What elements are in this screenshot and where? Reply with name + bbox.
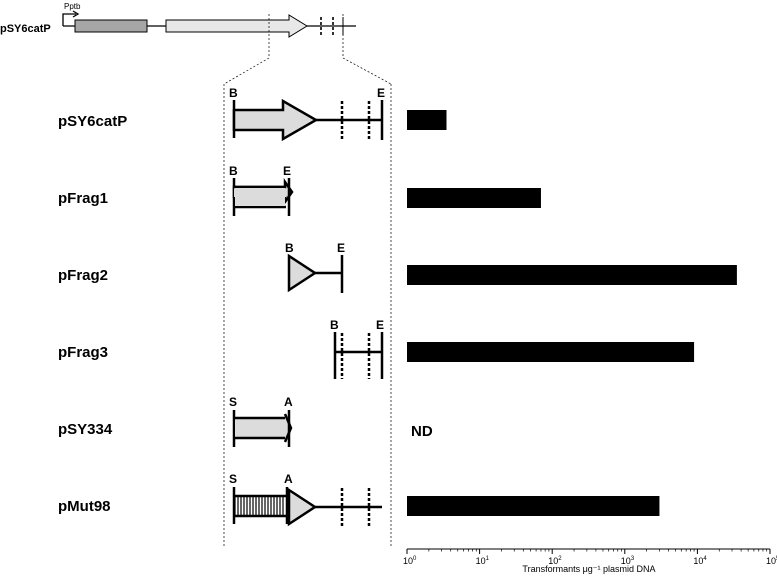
site-label: E [337, 241, 345, 255]
construct-diagram-pmut98: S A [229, 472, 382, 527]
site-label: E [377, 86, 385, 100]
gene-arrow-fragment [287, 487, 318, 527]
site-label: B [285, 241, 294, 255]
promoter-arrow-icon [62, 13, 76, 26]
construct-label-pfrag1: pFrag1 [58, 190, 108, 207]
mutated-gene-block [235, 497, 285, 515]
zoom-guides [223, 14, 392, 548]
construct-diagram-pfrag2: B E [285, 241, 345, 293]
bar-psy6catp [407, 110, 447, 130]
construct-label-pfrag3: pFrag3 [58, 344, 108, 361]
site-label: E [376, 318, 384, 332]
x-tick-label: 102 [548, 556, 562, 566]
construct-label-pfrag2: pFrag2 [58, 267, 108, 284]
construct-diagram-pfrag1: B E [229, 164, 294, 216]
x-tick-label: 103 [621, 556, 635, 566]
construct-diagram-psy6catp: B E [229, 86, 385, 142]
x-tick-label: 101 [476, 556, 490, 566]
top-gene-block [74, 19, 148, 33]
plasmid-name: pSY6catP [0, 23, 51, 35]
site-label: B [229, 164, 238, 178]
not-determined-label: ND [411, 423, 433, 440]
gene-block [235, 419, 285, 437]
construct-diagram-pfrag3: B E [330, 318, 384, 379]
x-tick-label: 100 [403, 556, 417, 566]
site-label: A [284, 395, 293, 409]
bar-pmut98 [407, 496, 660, 516]
construct-label-psy334: pSY334 [58, 421, 113, 438]
top-plasmid-map: pSY6catP Pptb [0, 2, 356, 38]
construct-diagram-psy334: S A [229, 395, 293, 447]
bar-pfrag1 [407, 188, 541, 208]
promoter-arrowhead-icon [72, 10, 80, 18]
construct-labels: pSY6catP pFrag1 pFrag2 pFrag3 pSY334 pMu… [58, 113, 127, 515]
bar-pfrag3 [407, 342, 695, 362]
gene-arrow-fragment [287, 253, 318, 293]
x-tick-label: 105 [766, 556, 777, 566]
site-label: A [284, 472, 293, 486]
bars [407, 110, 737, 516]
site-label: B [229, 86, 238, 100]
transformation-bar-chart: ND 100 101 102 103 104 105 Transformants μg⁻¹… [403, 110, 777, 574]
construct-label-psy6catp: pSY6catP [58, 113, 127, 130]
site-label: S [229, 472, 237, 486]
bar-pfrag2 [407, 265, 737, 285]
construct-label-pmut98: pMut98 [58, 498, 111, 515]
x-axis-label: Transformants μg⁻¹ plasmid DNA [522, 564, 655, 574]
promoter-label: Pptb [64, 2, 81, 11]
site-label: B [330, 318, 339, 332]
x-axis-ticks: 100 101 102 103 104 105 [403, 549, 777, 566]
gene-arrow [232, 98, 319, 142]
site-label: S [229, 395, 237, 409]
top-gene-arrow [165, 14, 308, 38]
x-tick-label: 104 [693, 556, 707, 566]
site-label: E [283, 164, 291, 178]
